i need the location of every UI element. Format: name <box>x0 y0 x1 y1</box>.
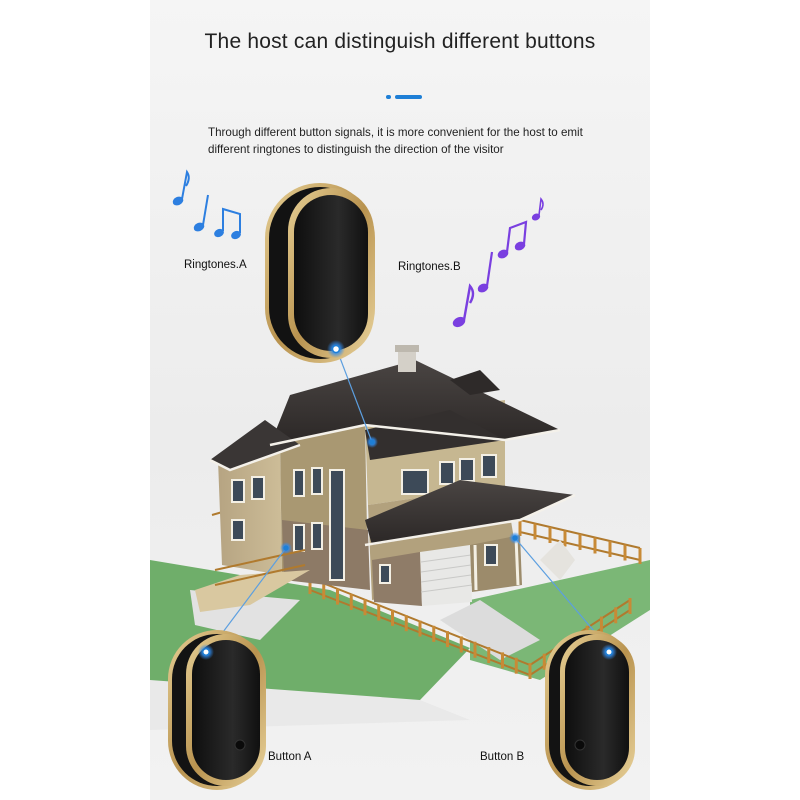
label-button-b: Button B <box>480 751 525 763</box>
label-ringtone-a: Ringtones.A <box>184 259 247 271</box>
fence-post <box>563 530 567 547</box>
music-note-icon <box>477 251 494 293</box>
fence-post <box>548 527 552 543</box>
description: Through different button signals, it is … <box>208 124 628 158</box>
music-note-icon <box>452 283 475 328</box>
doorbell-receiver <box>265 183 375 363</box>
fence-post <box>418 620 422 637</box>
fence-post <box>608 541 612 557</box>
house-illustration <box>195 345 576 612</box>
music-note-icon <box>531 197 544 221</box>
fence-post <box>501 652 504 669</box>
fence-post <box>322 583 326 600</box>
fence-post <box>349 593 353 610</box>
fence-post <box>432 625 436 642</box>
fence-post <box>599 616 603 633</box>
fence-post <box>528 663 532 679</box>
fence-post <box>628 598 632 614</box>
fence-post <box>446 631 449 648</box>
fence-post <box>404 615 408 632</box>
fence-post <box>593 537 597 554</box>
music-note-icon <box>172 169 190 206</box>
fence-post <box>542 653 546 670</box>
fence-post <box>377 604 381 621</box>
fence-post <box>459 636 463 653</box>
music-note-icon <box>497 220 528 259</box>
doorbell-button-a <box>168 630 266 790</box>
label-button-a: Button A <box>268 751 312 763</box>
fence-post <box>533 523 537 540</box>
fence-post <box>363 599 367 616</box>
fence-post <box>623 544 627 561</box>
fence-post <box>578 534 582 550</box>
page-title: The host can distinguish different butto… <box>204 30 596 53</box>
fence-post <box>514 657 518 674</box>
fence-post <box>336 588 339 605</box>
music-note-icon <box>214 207 241 240</box>
doorbell-button-b <box>545 630 635 790</box>
title-divider <box>386 95 422 99</box>
label-ringtone-b: Ringtones.B <box>398 261 461 273</box>
description-line-2: different ringtones to distinguish the d… <box>208 143 504 156</box>
fence-post <box>308 578 312 594</box>
divider-bar <box>395 95 422 99</box>
fence-post <box>518 520 522 536</box>
divider-dot <box>386 95 391 99</box>
fence-post <box>638 548 642 564</box>
fence-post <box>391 609 394 626</box>
fence-post <box>473 641 477 658</box>
fence-post <box>487 647 491 664</box>
music-notes-purple <box>452 197 544 328</box>
signal-dots <box>280 436 521 554</box>
fence-post <box>614 607 618 624</box>
music-notes-blue <box>172 169 241 240</box>
music-note-icon <box>193 194 209 232</box>
description-line-1: Through different button signals, it is … <box>208 126 583 139</box>
